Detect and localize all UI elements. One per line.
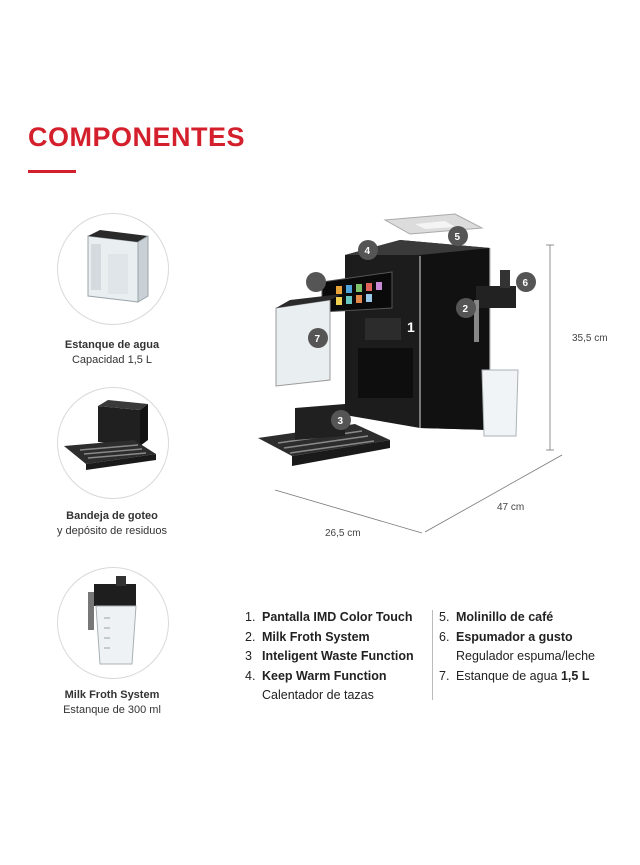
feature-item: 3 Inteligent Waste Function bbox=[245, 649, 414, 664]
feature-subtext: Regulador espuma/leche bbox=[456, 649, 595, 664]
drip-tray-subtitle: y depósito de residuos bbox=[56, 525, 168, 537]
feature-subtext: Calentador de tazas bbox=[262, 688, 374, 703]
water-tank-image bbox=[57, 213, 169, 325]
feature-item: 7. Estanque de agua 1,5 L bbox=[439, 668, 590, 683]
water-tank-title: Estanque de agua bbox=[64, 339, 160, 351]
feature-list-right: 5. Molinillo de café 6. Espumador a gust… bbox=[439, 608, 595, 686]
drip-tray-caption: Bandeja de goteo y depósito de residuos bbox=[22, 509, 202, 539]
water-tank-caption: Estanque de agua Capacidad 1,5 L bbox=[22, 338, 202, 368]
drip-tray-image bbox=[57, 387, 169, 499]
callout-badges: 1 2 3 4 5 6 7 bbox=[306, 226, 536, 430]
title-underline bbox=[28, 170, 76, 173]
feature-list-left: 1. Pantalla IMD Color Touch 2. Milk Frot… bbox=[245, 608, 414, 706]
drip-tray-title: Bandeja de goteo bbox=[66, 510, 158, 522]
feature-item: 2. Milk Froth System bbox=[245, 629, 370, 644]
feature-item: 5. Molinillo de café bbox=[439, 610, 554, 624]
feature-item: 6. Espumador a gusto bbox=[439, 629, 573, 644]
milk-system-caption: Milk Froth System Estanque de 300 ml bbox=[22, 688, 202, 718]
milk-system-subtitle: Estanque de 300 ml bbox=[63, 704, 161, 716]
callout-2: 2 bbox=[463, 304, 469, 315]
callout-3: 3 bbox=[338, 416, 344, 427]
coffee-machine-illustration: 1 2 3 4 5 6 7 bbox=[258, 213, 563, 534]
touch-screen-icons bbox=[336, 282, 382, 305]
feature-item: 4. Keep Warm Function bbox=[245, 668, 387, 683]
callout-1: 1 bbox=[407, 319, 415, 335]
milk-system-image bbox=[57, 567, 169, 679]
callout-4: 4 bbox=[365, 246, 371, 257]
milk-system-title: Milk Froth System bbox=[64, 689, 160, 701]
page-title: COMPONENTES bbox=[28, 122, 246, 152]
water-tank-subtitle: Capacidad 1,5 L bbox=[71, 354, 153, 366]
dimension-lines bbox=[274, 244, 563, 534]
callout-badge-start bbox=[306, 272, 326, 292]
width-dimension: 26,5 cm bbox=[325, 528, 361, 539]
height-dimension: 35,5 cm bbox=[572, 333, 608, 344]
callout-7: 7 bbox=[315, 334, 321, 345]
feature-item: 1. Pantalla IMD Color Touch bbox=[245, 610, 413, 624]
list-divider bbox=[432, 610, 433, 700]
callout-6: 6 bbox=[523, 278, 529, 289]
callout-5: 5 bbox=[455, 232, 461, 243]
depth-dimension: 47 cm bbox=[497, 502, 525, 513]
